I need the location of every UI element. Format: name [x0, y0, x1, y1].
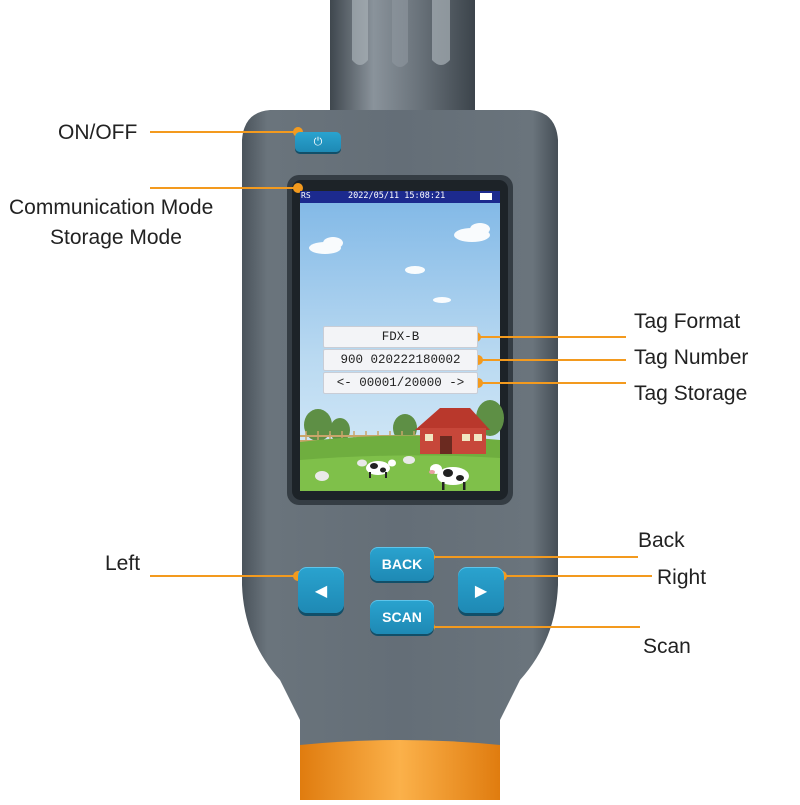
status-mode: RS: [301, 191, 311, 200]
back-button-label: BACK: [381, 556, 423, 572]
power-icon: ⏻: [313, 135, 323, 148]
battery-icon: [480, 193, 492, 200]
tag-storage-value: <- 00001/20000 ->: [336, 376, 465, 390]
right-arrow-icon: ▶: [474, 580, 488, 600]
label-back: Back: [638, 529, 685, 552]
power-button[interactable]: ⏻: [295, 132, 341, 152]
tag-format-value: FDX-B: [381, 330, 420, 344]
right-button[interactable]: ▶: [458, 567, 504, 613]
left-button[interactable]: ◀: [298, 567, 344, 613]
label-left: Left: [105, 552, 141, 575]
tag-storage-field: <- 00001/20000 ->: [323, 372, 478, 394]
label-communication-mode: Communication Mode: [9, 196, 214, 219]
label-tag-format: Tag Format: [634, 310, 741, 333]
label-tag-storage: Tag Storage: [634, 382, 748, 405]
tag-format-field: FDX-B: [323, 326, 478, 348]
status-datetime: 2022/05/11 15:08:21: [348, 191, 446, 201]
scan-button[interactable]: SCAN: [370, 600, 434, 634]
left-arrow-icon: ◀: [314, 580, 328, 600]
label-right: Right: [657, 566, 707, 589]
lcd-status-bar: RS 2022/05/11 15:08:21: [300, 191, 500, 203]
label-on-off: ON/OFF: [58, 121, 138, 144]
label-scan: Scan: [643, 635, 691, 658]
tag-number-value: 900 020222180002: [340, 353, 461, 367]
back-button[interactable]: BACK: [370, 547, 434, 581]
label-storage-mode: Storage Mode: [50, 226, 182, 249]
tag-number-field: 900 020222180002: [323, 349, 478, 371]
label-tag-number: Tag Number: [634, 346, 749, 369]
scan-button-label: SCAN: [382, 609, 422, 625]
